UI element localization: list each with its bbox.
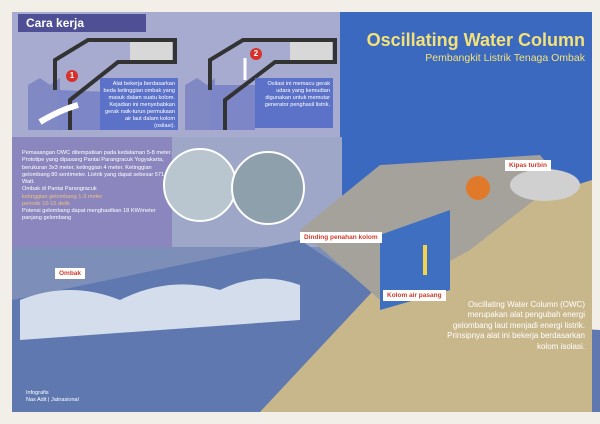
photo-prototype-2 [231, 151, 305, 225]
label-column: Kolom air pasang [383, 290, 446, 301]
info-text: Pemasangan OWC ditempatkan pada kedalama… [22, 150, 172, 223]
step1-text: Alat bekerja berdasarkan beda ketinggian… [100, 78, 178, 130]
info-bullet-1: ketinggian gelombang 1-3 meter [22, 193, 103, 200]
credit-line2: Nas Adit | Jatnasional [26, 397, 79, 404]
info-panel [12, 137, 172, 247]
info-p3: Potensi gelombang dapat menghasilkan 18 … [22, 208, 156, 222]
page-subtitle: Pembangkit Listrik Tenaga Ombak [425, 52, 585, 64]
turbine-fan [466, 176, 490, 200]
label-turbine: Kipas turbin [505, 160, 551, 171]
photo-prototype-1 [163, 148, 237, 222]
step2-diagram [185, 38, 337, 130]
step1-diagram [28, 38, 177, 130]
credit: Infografis Nas Adit | Jatnasional [26, 390, 79, 405]
water-column [380, 210, 450, 310]
turbine-housing [510, 169, 580, 201]
section-header: Cara kerja [18, 14, 146, 32]
label-wave: Ombak [55, 268, 86, 279]
page-title: Oscillating Water Column [366, 30, 585, 50]
info-p2: Ombak di Pantai Parangracuk [22, 186, 97, 193]
description: Oscillating Water Column (OWC) merupakan… [447, 300, 585, 351]
info-bullet-2: periode 10-15 detik [22, 200, 70, 207]
label-wall: Dinding penahan kolom [300, 232, 382, 243]
info-p1: Pemasangan OWC ditempatkan pada kedalama… [22, 150, 172, 186]
step-number-1: 1 [66, 70, 78, 82]
waves [20, 278, 300, 340]
step-number-2: 2 [250, 48, 262, 60]
credit-line1: Infografis [26, 390, 49, 396]
step2-text: Osilasi ini memacu gerak udara yang kemu… [255, 78, 333, 128]
